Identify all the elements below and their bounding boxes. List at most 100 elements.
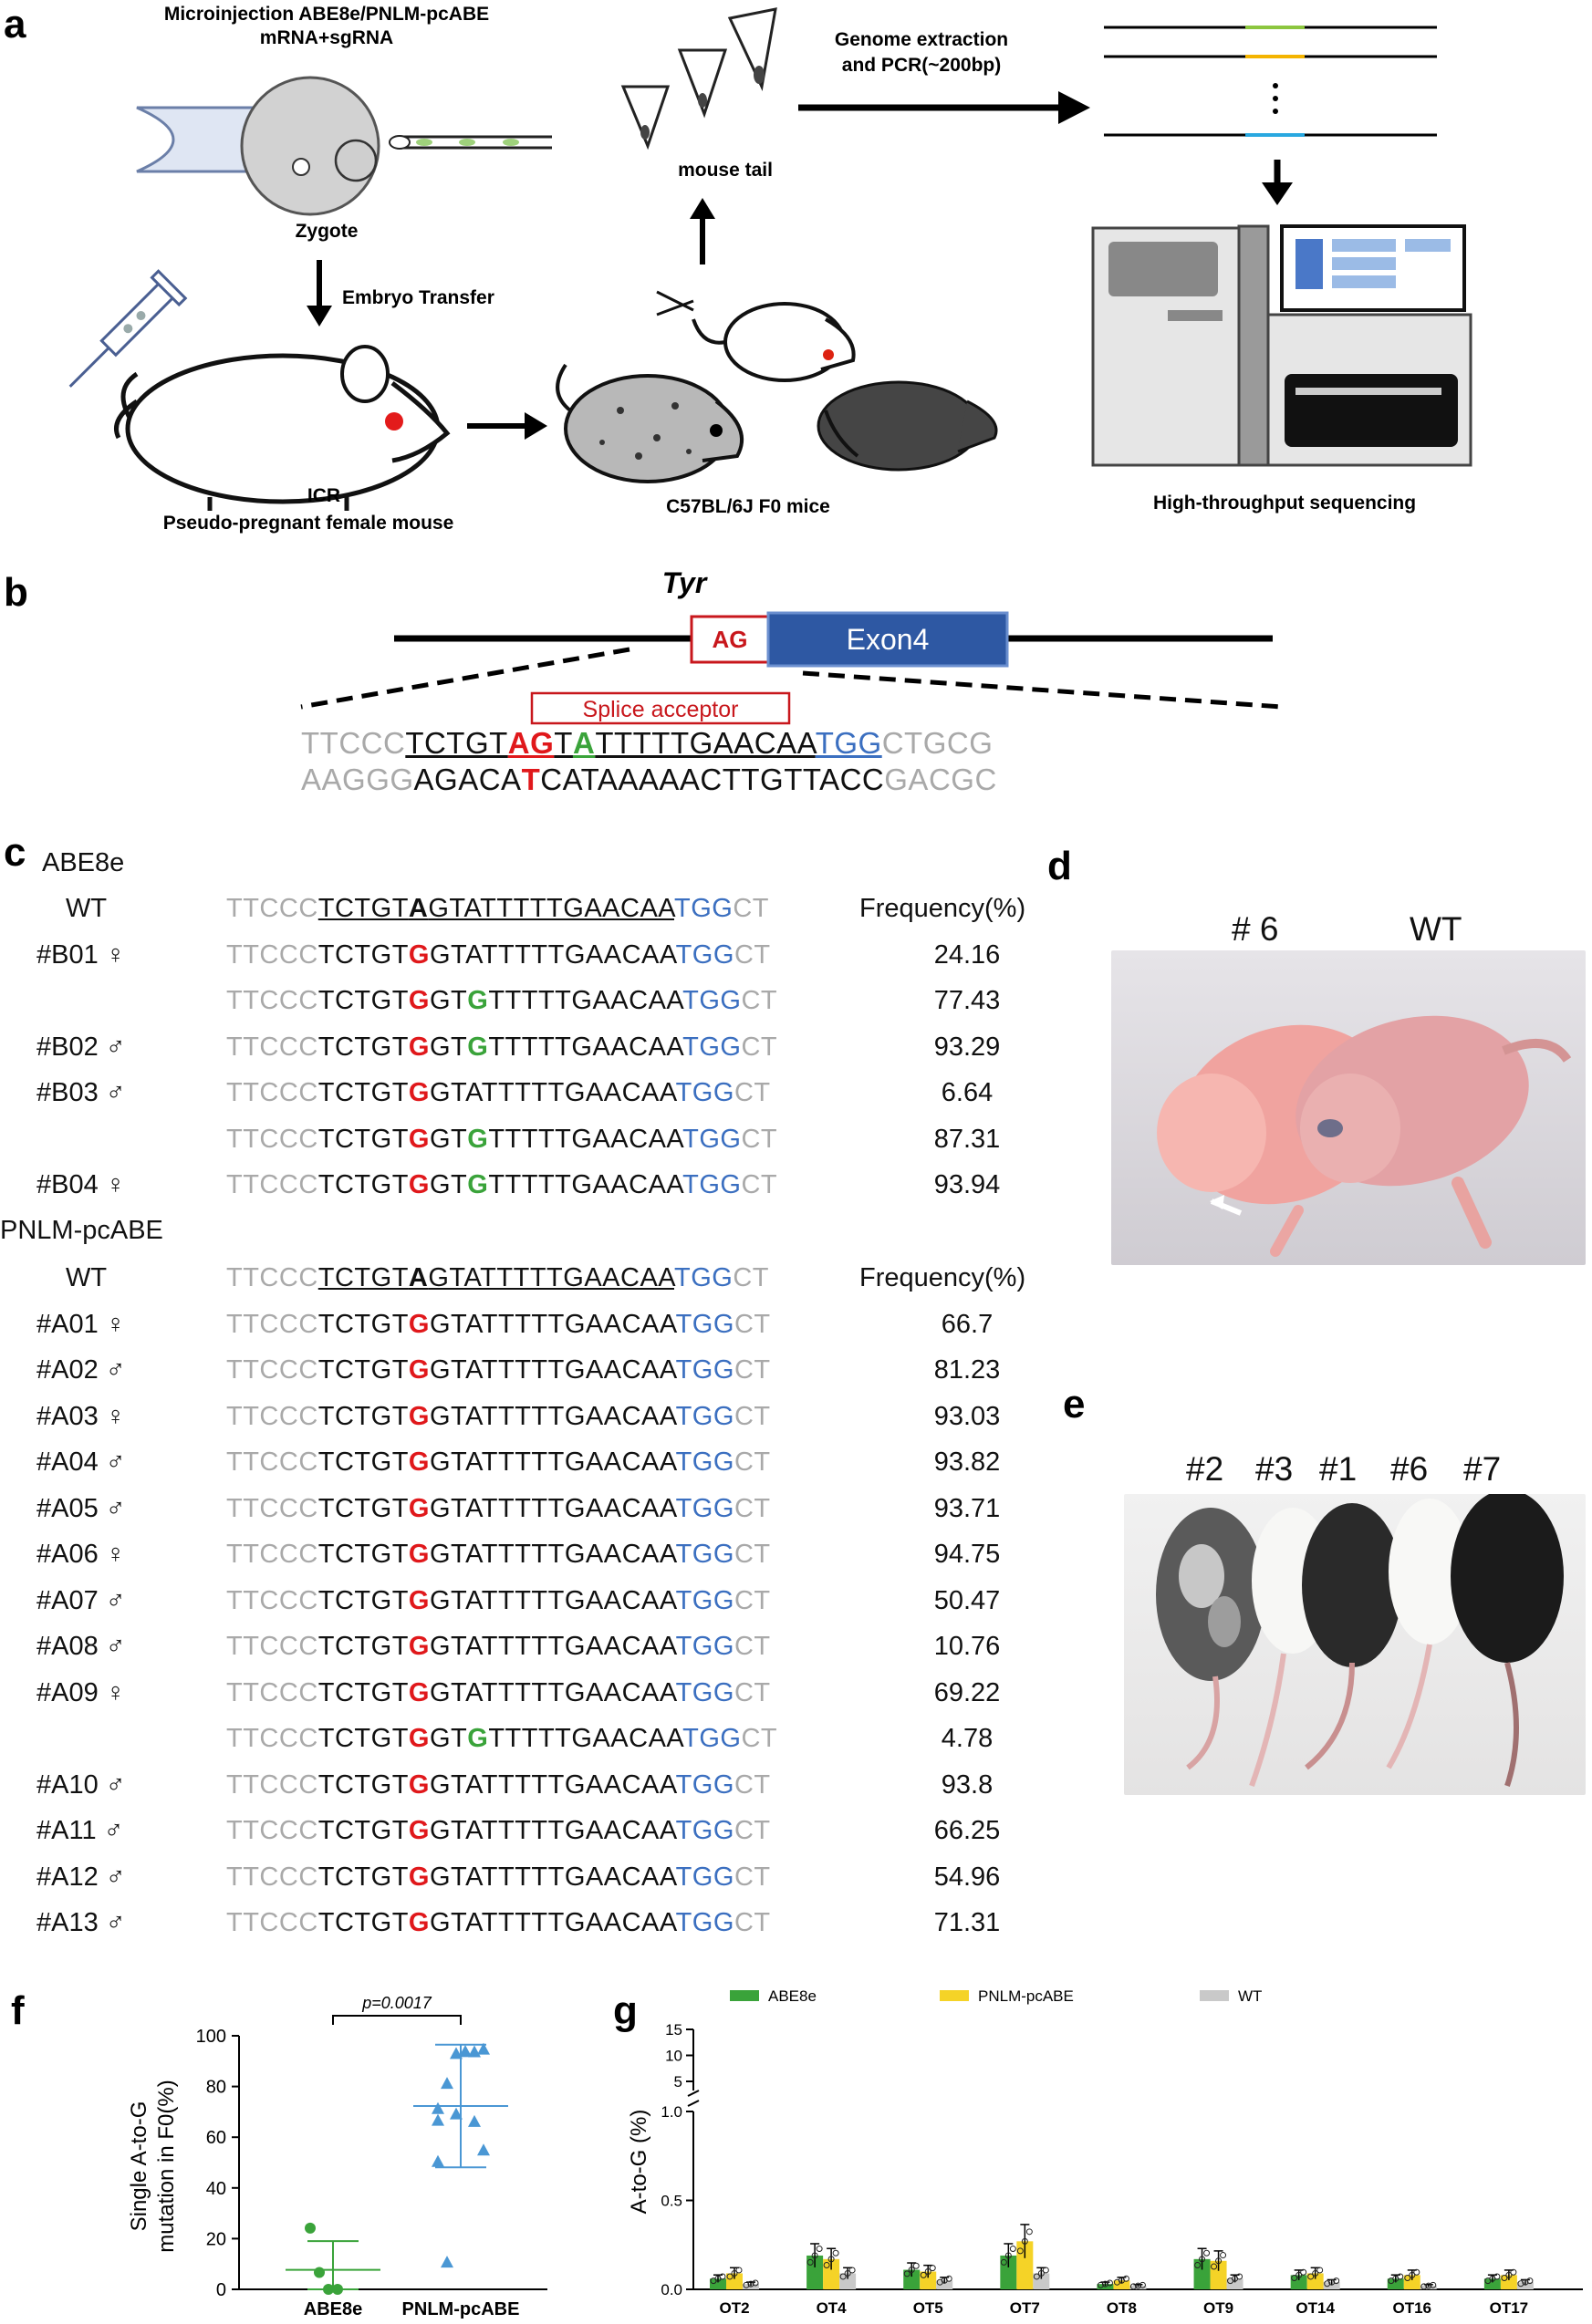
replicate-point bbox=[1236, 2273, 1243, 2280]
pvalue-label: p=0.0017 bbox=[361, 1994, 432, 2012]
exon-box bbox=[766, 611, 1009, 668]
zygote-icon bbox=[240, 76, 380, 216]
replicate-point bbox=[1291, 2275, 1298, 2282]
pseudo-label: Pseudo-pregnant female mouse bbox=[163, 513, 454, 534]
replicate-point bbox=[1425, 2282, 1432, 2289]
replicate-point bbox=[827, 2256, 835, 2263]
bar bbox=[1210, 2260, 1227, 2289]
top-strand: TTCCCTCTGTAGTATTTTTGAACAATGGCTGCG bbox=[301, 726, 994, 760]
replicate-point bbox=[1420, 2283, 1428, 2290]
splice-box bbox=[530, 691, 791, 725]
abe-row-id: #B04 ♀ bbox=[36, 1170, 126, 1199]
pnlm-row-freq: 94.75 bbox=[933, 1540, 1001, 1569]
replicate-point bbox=[1510, 2268, 1517, 2276]
replicate-point bbox=[1042, 2267, 1049, 2274]
pnlm-row-id: #A06 ♀ bbox=[36, 1540, 126, 1569]
replicate-point bbox=[912, 2262, 920, 2269]
pnlm-row-id: #A12 ♂ bbox=[36, 1862, 126, 1892]
abe-row-seq: TTCCCTCTGTGGTGTTTTTGAACAATGGCT bbox=[226, 1170, 778, 1199]
photo-e-label-1: #1 bbox=[1319, 1450, 1358, 1488]
pups-icon bbox=[1157, 1015, 1572, 1257]
abe-row-freq: 93.29 bbox=[933, 1032, 1001, 1062]
icr-mouse-icon bbox=[114, 345, 451, 511]
pnlm-row-id: #A04 ♂ bbox=[36, 1447, 126, 1477]
mrna-text: mRNA+sgRNA bbox=[260, 27, 393, 48]
replicate-point bbox=[1129, 2283, 1137, 2290]
replicate-point bbox=[1409, 2271, 1416, 2278]
replicate-point bbox=[726, 2273, 734, 2280]
replicate-point bbox=[1522, 2278, 1529, 2286]
replicate-point bbox=[1194, 2261, 1202, 2268]
y-axis-label: A-to-G (%) bbox=[627, 2110, 651, 2215]
pnlm-row-freq: 50.47 bbox=[933, 1585, 1001, 1615]
replicate-point bbox=[1106, 2279, 1113, 2287]
replicate-point bbox=[1097, 2281, 1104, 2288]
replicate-point bbox=[945, 2275, 952, 2282]
reads-icon bbox=[1104, 26, 1437, 137]
pnlm-row-id: #A09 ♀ bbox=[36, 1677, 126, 1707]
replicate-point bbox=[1333, 2277, 1340, 2285]
replicate-point bbox=[1307, 2273, 1315, 2280]
bar bbox=[903, 2269, 921, 2289]
y-axis-label-1: Single A-to-G bbox=[127, 2101, 151, 2232]
legend-swatch bbox=[1200, 1990, 1229, 2001]
pnlm-row-seq: TTCCCTCTGTGGTATTTTTGAACAATGGCT bbox=[226, 1816, 771, 1845]
panel-label-b: b bbox=[4, 570, 28, 615]
microinjection-text: Microinjection ABE8e/PNLM-pcABE bbox=[164, 4, 489, 25]
replicate-point bbox=[1413, 2268, 1420, 2276]
panel-label-f: f bbox=[11, 1988, 25, 2033]
bar bbox=[1516, 2282, 1534, 2289]
panel-label-a: a bbox=[4, 2, 26, 47]
pnlm-row-id: #A10 ♂ bbox=[36, 1769, 126, 1800]
genome-label-1: Genome extraction bbox=[835, 29, 1008, 50]
data-point bbox=[323, 2284, 334, 2295]
ag-label: AG bbox=[713, 626, 748, 653]
pnlm-row-seq: TTCCCTCTGTGGTATTTTTGAACAATGGCT bbox=[226, 1677, 771, 1707]
embryo-transfer-label: Embryo Transfer bbox=[342, 287, 494, 308]
data-point bbox=[477, 2143, 490, 2156]
replicate-point bbox=[752, 2279, 759, 2287]
data-point bbox=[468, 2114, 481, 2127]
panel-a-diagram: Microinjection ABE8e/PNLM-pcABE mRNA+sgR… bbox=[68, 4, 1472, 534]
x-tick-label: PNLM-pcABE bbox=[402, 2299, 520, 2319]
y-tick-label: 10 bbox=[665, 2048, 682, 2065]
exon-label: Exon4 bbox=[847, 623, 930, 656]
replicate-point bbox=[735, 2267, 743, 2274]
pnlm-row-freq: 93.8 bbox=[941, 1769, 994, 1800]
pnlm-wt-seq: TTCCCTCTGTAGTATTTTTGAACAATGGCT bbox=[226, 1263, 769, 1292]
replicate-point bbox=[1000, 2258, 1007, 2266]
replicate-point bbox=[1016, 2247, 1024, 2255]
abe-row-freq: 24.16 bbox=[933, 939, 1001, 970]
replicate-point bbox=[1295, 2271, 1303, 2278]
pnlm-row-seq: TTCCCTCTGTGGTATTTTTGAACAATGGCT bbox=[226, 1493, 771, 1523]
data-point bbox=[432, 2154, 444, 2167]
injection-needle-icon bbox=[397, 135, 552, 150]
icr-label: ICR bbox=[307, 485, 340, 506]
bar bbox=[1129, 2286, 1147, 2289]
bar bbox=[1306, 2273, 1324, 2289]
replicate-point bbox=[1517, 2280, 1524, 2288]
replicate-point bbox=[1037, 2269, 1045, 2277]
abe-freq-header: Frequency(%) bbox=[859, 894, 1026, 923]
pnlm-row-id: #A01 ♀ bbox=[36, 1309, 126, 1339]
replicate-point bbox=[1021, 2237, 1028, 2245]
pnlm-row-freq: 93.71 bbox=[933, 1493, 1001, 1523]
pup-photo bbox=[1111, 950, 1586, 1265]
x-tick-label: OT8 bbox=[1107, 2299, 1137, 2317]
replicate-point bbox=[1316, 2267, 1324, 2274]
y-tick-label: 0 bbox=[216, 2280, 226, 2300]
abe-row-seq: TTCCCTCTGTGGTGTTTTTGAACAATGGCT bbox=[226, 986, 778, 1015]
x-tick-label: OT17 bbox=[1490, 2299, 1529, 2317]
data-point bbox=[450, 2107, 463, 2120]
replicate-point bbox=[1505, 2271, 1513, 2278]
bar bbox=[1483, 2278, 1501, 2289]
pnlm-row-seq: TTCCCTCTGTGGTATTTTTGAACAATGGCT bbox=[226, 1769, 771, 1800]
replicate-point bbox=[839, 2273, 847, 2280]
replicate-point bbox=[823, 2261, 830, 2268]
legend-label: PNLM-pcABE bbox=[978, 1987, 1074, 2005]
sequencer-icon bbox=[1091, 224, 1472, 467]
legend-label: WT bbox=[1238, 1987, 1262, 2005]
legend-swatch bbox=[730, 1990, 759, 2001]
mice-row-icon bbox=[1156, 1494, 1564, 1788]
